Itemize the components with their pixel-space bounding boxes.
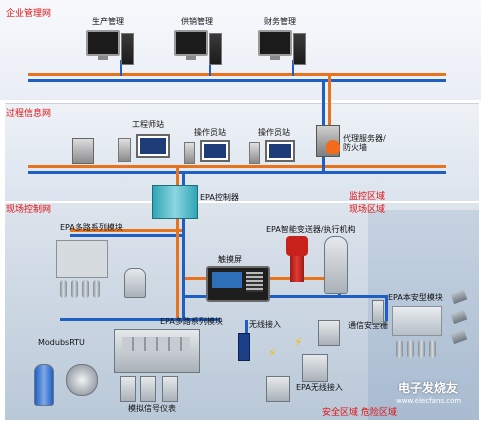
intrinsic-module-label: EPA本安型模块 [388,293,443,302]
field-bus-orange-top [70,229,185,232]
process-zone-title: 过程信息网 [6,109,52,119]
enterprise-zone-title: 企业管理网 [6,9,52,19]
pc-label-finance: 财务管理 [264,17,296,26]
riser-wireless [245,320,248,334]
tower-icon [293,33,306,65]
enterprise-bus-blue [28,79,446,82]
op-station-monitor-icon-2 [265,140,295,162]
eng-station-monitor-icon [136,134,170,158]
epa-multi-module-cabinet [114,329,200,373]
tower-icon [121,33,134,65]
field-bus-blue-top [70,234,185,237]
riser-main-orange [176,168,179,318]
op-station-tower-icon [184,142,195,164]
pc-label-supply: 供销管理 [181,17,213,26]
epa-wireless-label: EPA无线接入 [296,383,343,392]
epa-intrinsic-module [392,306,442,336]
firewall-flame-icon [326,140,340,154]
modbus-label: ModubsRTU [38,338,85,347]
desktop-pc-icon [258,30,292,60]
field-bus-blue-mid [183,295,388,298]
riser-gate [385,297,388,321]
epa-multi-module-top [56,240,108,278]
op-station-monitor-icon [200,140,230,162]
touchscreen-display-icon [212,272,242,288]
analog-instrument-icon [140,376,156,402]
wireless-module-icon [318,320,340,346]
hmi-label: 触摸屏 [218,255,242,264]
modbus-transmitter-icon [34,364,54,406]
process-bus-blue [28,171,446,174]
eng-station-label: 工程师站 [132,120,164,129]
field-bus-blue-low [60,318,220,321]
server-icon [72,138,94,164]
smart-transmitter-label: EPA智能变送器/执行机构 [266,225,356,234]
tower-icon [209,33,222,65]
enterprise-bus-orange [28,73,446,76]
analog-instrument-icon [162,376,178,402]
touchscreen-keypad-icon [246,272,263,292]
watermark-url: www.elecfans.com [396,397,462,405]
control-valve-icon [324,236,348,294]
epa-controller-label: EPA控制器 [200,193,239,202]
site-zone-title: 现场区域 [349,205,386,215]
riser-pc3 [292,60,294,76]
op-station-tower-icon-2 [249,142,260,164]
safety-gate-icon [372,300,384,324]
watermark-title: 电子发烧友 [398,381,459,395]
op-station-label-2: 操作员站 [258,128,290,137]
process-bus-orange [28,165,446,168]
wireless-signal-icon: ⚡ [294,335,303,349]
touchscreen-icon [206,266,270,302]
flowmeter-icon [66,364,98,396]
module-terminal-icon [396,340,403,358]
wireless-access-label: 无线接入 [249,320,281,329]
multi-module-mid-label: EPA多路系列模块 [160,317,223,326]
analog-label: 模拟信号仪表 [128,404,176,413]
monitor-zone-title: 监控区域 [349,192,386,202]
cabinet-slot-icon [122,337,190,351]
desktop-pc-icon [86,30,120,60]
valve-body-icon [290,256,304,282]
riser-main-blue [182,174,185,320]
multi-module-top-label: EPA多路系列模块 [60,223,123,232]
module-terminal-icon [71,280,78,298]
safety-zone-title: 安全区域 危险区域 [322,408,397,418]
module-terminal-icon [60,280,67,298]
op-station-label-1: 操作员站 [194,128,226,137]
riser-pc2 [209,60,211,76]
proxy-label: 代理服务器/ 防火墙 [343,134,386,152]
pc-label-production: 生产管理 [92,17,124,26]
wireless-module-icon [266,376,290,402]
enterprise-zone [0,0,481,100]
module-terminal-icon [93,280,100,298]
wireless-signal-icon: ⚡ [268,346,277,360]
wireless-ap-icon [238,333,250,361]
gate-label: 通信安全栅 [348,321,388,330]
wireless-module-icon [302,354,328,382]
pressure-transmitter-icon [124,268,146,298]
valve-actuator-icon [286,236,308,256]
module-terminal-icon [82,280,89,298]
field-zone-title: 现场控制网 [6,205,52,215]
riser-proxy-orange [328,76,331,126]
eng-station-tower-icon [118,138,131,162]
module-terminal-icon [407,340,414,358]
module-terminal-icon [418,340,425,358]
epa-controller-icon [152,185,198,219]
desktop-pc-icon [174,30,208,60]
riser-pc1 [120,60,122,76]
module-terminal-icon [429,340,436,358]
analog-instrument-icon [120,376,136,402]
